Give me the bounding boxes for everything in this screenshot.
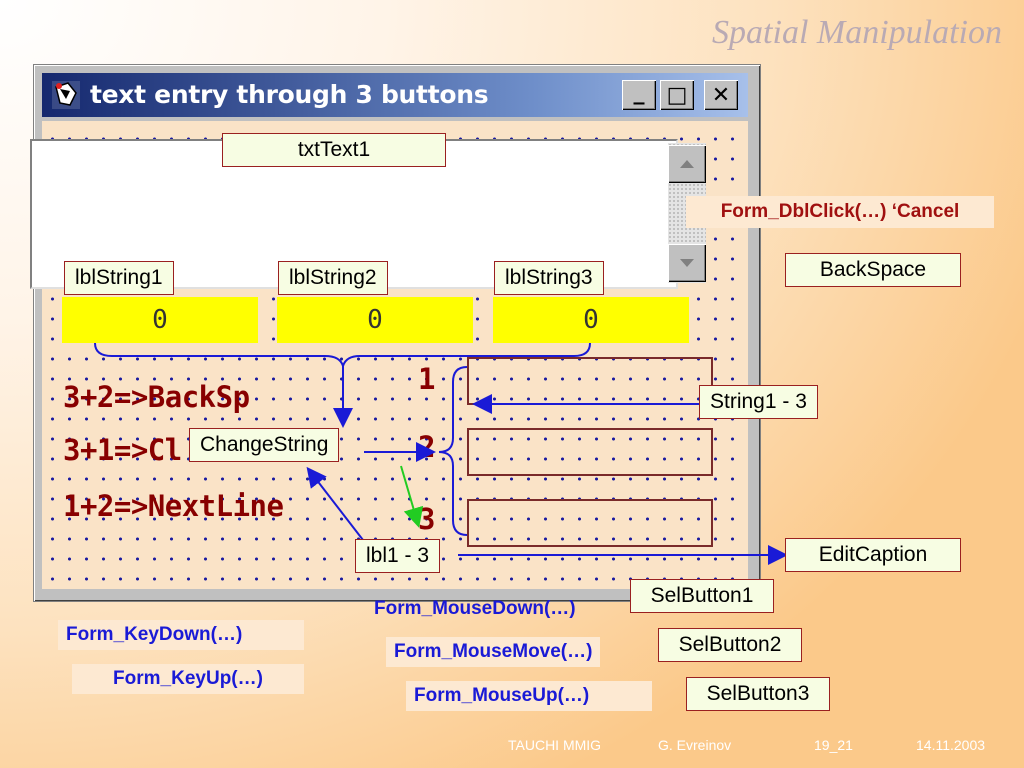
selbutton2-label: SelButton2	[658, 628, 802, 662]
editcaption-label: EditCaption	[785, 538, 961, 572]
scroll-down-icon	[680, 259, 694, 267]
mousedown-event-label: Form_MouseDown(…)	[374, 598, 576, 619]
string1-3-label: String1 - 3	[699, 385, 818, 419]
lbl1-number: 1	[418, 362, 436, 396]
keydown-event-label: Form_KeyDown(…)	[58, 620, 304, 650]
scroll-down-button[interactable]	[668, 244, 706, 282]
dblclick-event-label: Form_DblClick(…) ‘Cancel	[686, 196, 994, 228]
mouseup-event-label: Form_MouseUp(…)	[406, 681, 652, 711]
window-title: text entry through 3 buttons	[90, 80, 489, 109]
lblString2-box[interactable]: 0	[277, 297, 473, 343]
lblString3-box[interactable]: 0	[493, 297, 689, 343]
lblString3-label: lblString3	[494, 261, 604, 295]
close-icon: ✕	[711, 82, 731, 108]
txtText1-label: txtText1	[222, 133, 446, 167]
selbutton3-label: SelButton3	[686, 677, 830, 711]
row-label-backsp: 3+2=>BackSp	[63, 380, 250, 414]
form-app-icon	[52, 81, 80, 109]
lblString2-label: lblString2	[278, 261, 388, 295]
minimize-icon: _	[633, 79, 645, 105]
string3-box[interactable]	[467, 499, 713, 547]
row-label-nextline: 1+2=>NextLine	[63, 489, 284, 523]
backspace-label: BackSpace	[785, 253, 961, 287]
footer-org: TAUCHI MMIG	[508, 737, 602, 753]
maximize-button[interactable]: □	[660, 80, 694, 110]
footer-date: 14.11.2003	[916, 737, 986, 753]
footer-author: G. Evreinov	[658, 737, 732, 753]
mousemove-event-label: Form_MouseMove(…)	[386, 637, 601, 667]
changestring-label: ChangeString	[189, 428, 340, 462]
slide-title: Spatial Manipulation	[712, 14, 1002, 51]
lblString1-label: lblString1	[64, 261, 174, 295]
row-label-clear: 3+1=>Cl	[63, 433, 182, 467]
lbl1-3-label: lbl1 - 3	[355, 539, 441, 573]
selbutton1-label: SelButton1	[630, 579, 774, 613]
scroll-up-button[interactable]	[668, 145, 706, 183]
maximize-icon: □	[666, 82, 688, 108]
keyup-event-label: Form_KeyUp(…)	[72, 664, 304, 694]
lblString1-box[interactable]: 0	[62, 297, 258, 343]
footer-page: 19_21	[814, 737, 853, 753]
minimize-button[interactable]: _	[622, 80, 656, 110]
scroll-up-icon	[680, 160, 694, 168]
window-titlebar[interactable]: text entry through 3 buttons _ □ ✕	[42, 73, 748, 117]
string2-box[interactable]	[467, 428, 713, 476]
close-button[interactable]: ✕	[704, 80, 738, 110]
